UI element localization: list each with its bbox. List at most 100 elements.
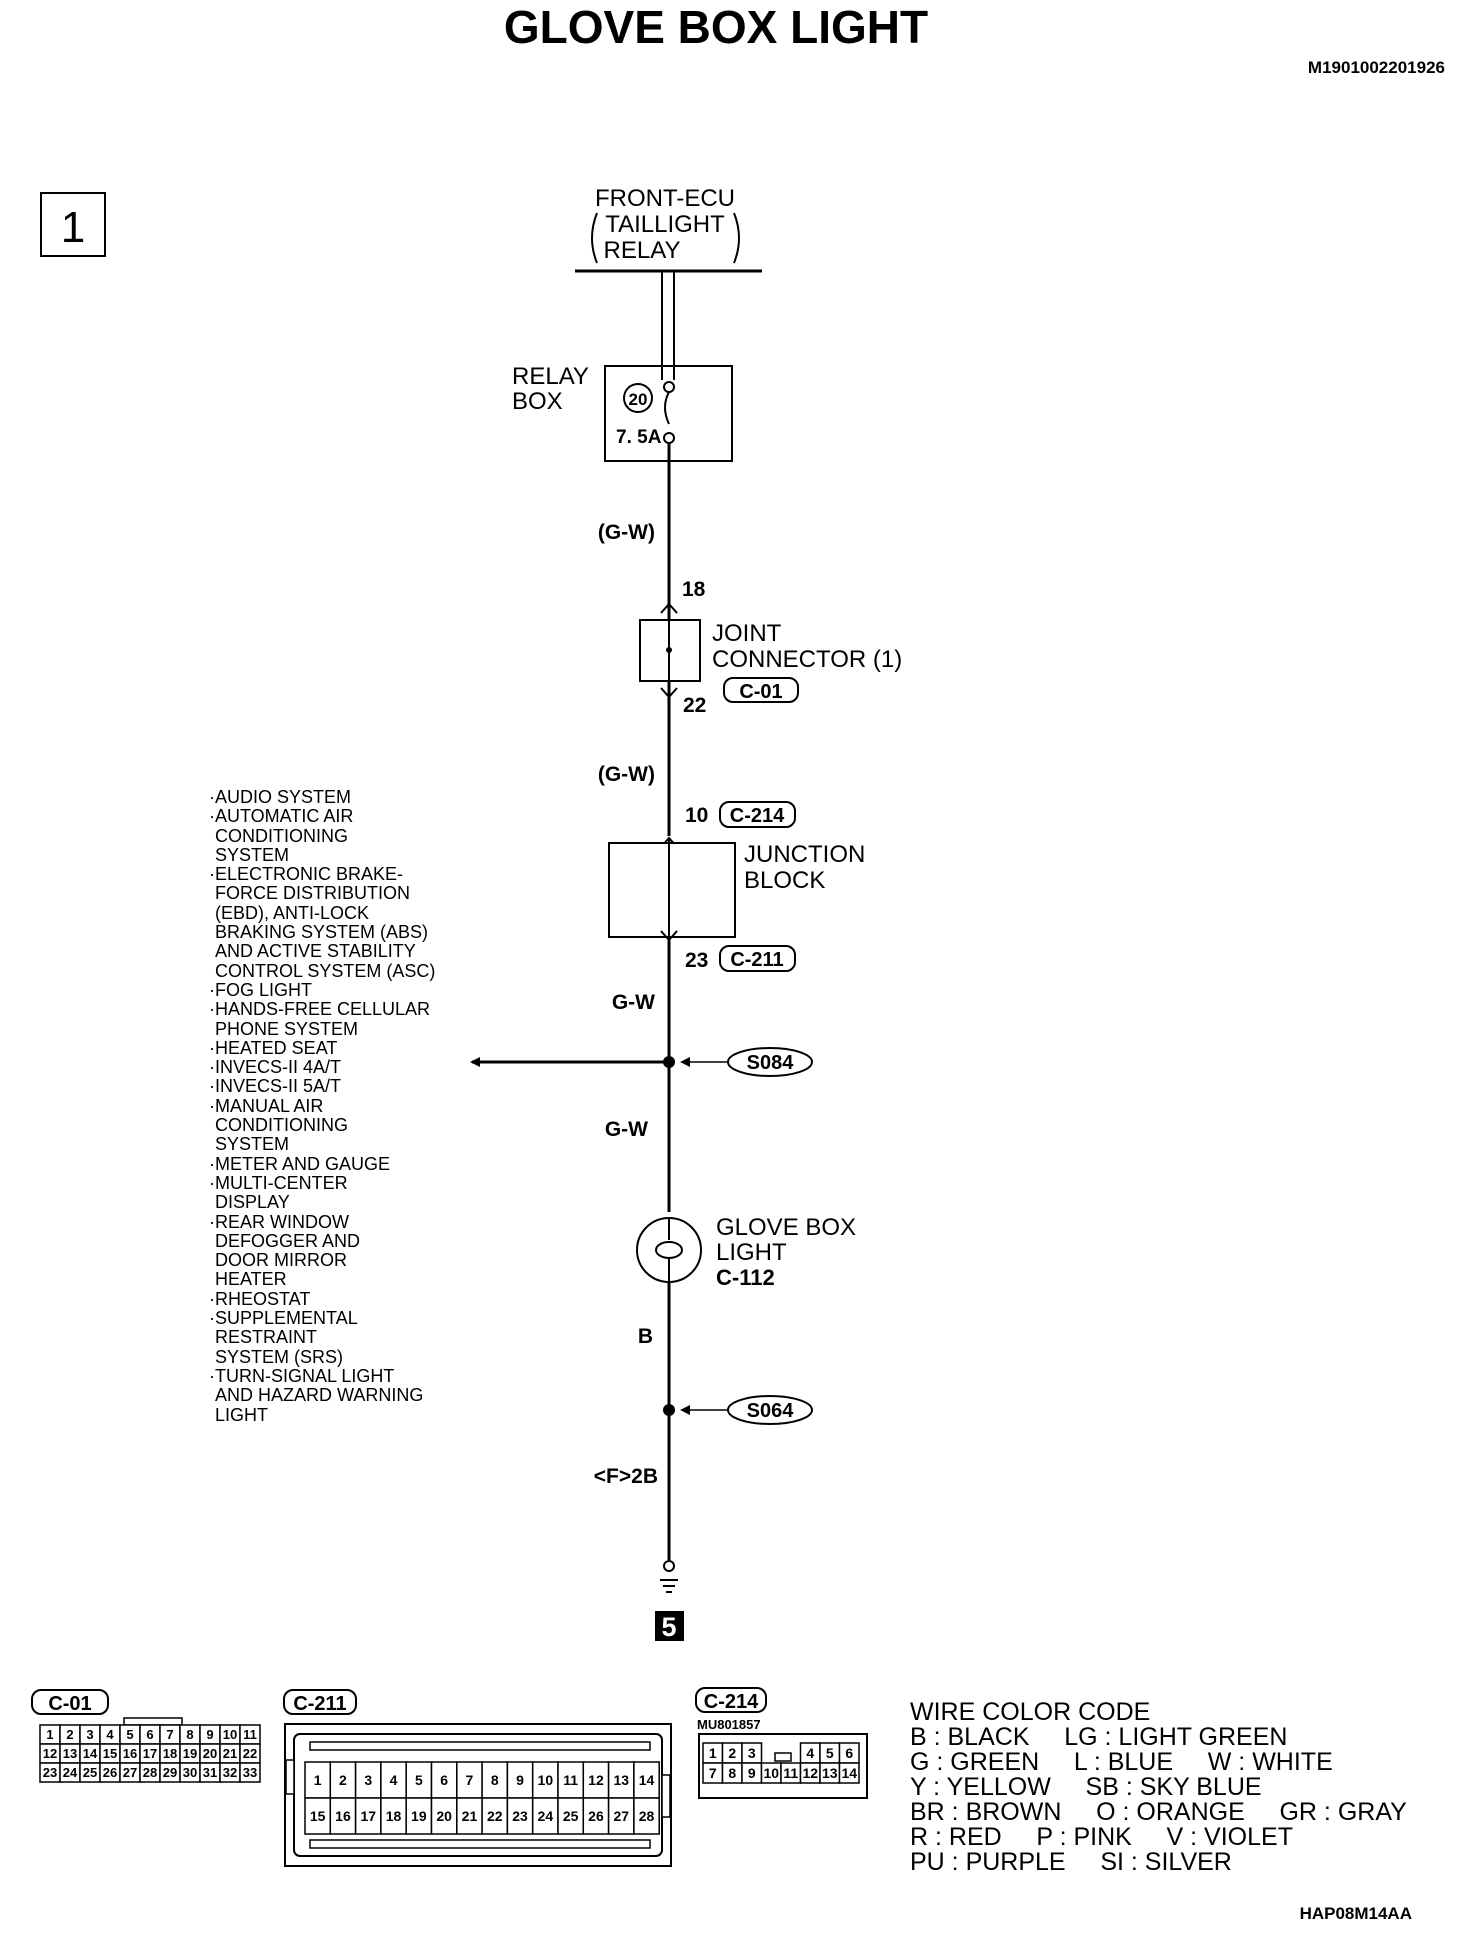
junction-block-connector-out: C-211 (730, 949, 783, 971)
connected-system-text: AUDIO SYSTEM (215, 787, 475, 807)
connected-system-item: INVECS-II 5A/T (215, 1077, 475, 1097)
connected-system-text: HEATER (215, 1269, 287, 1290)
connector-pin-number: 25 (563, 1808, 579, 1824)
ground-number-box (655, 1611, 684, 1641)
connector-pin-number: 2 (339, 1772, 347, 1788)
wire-color-code-line-2: G : GREEN L : BLUE W : WHITE (910, 1748, 1333, 1776)
connector-pin-number: 11 (563, 1772, 578, 1788)
connector-pin-number: 17 (360, 1808, 376, 1824)
junction-block-connector-in: C-214 (730, 805, 785, 827)
connector-pin-number: 10 (538, 1772, 554, 1788)
connector-view-c01-latch (123, 1717, 183, 1726)
connected-system-item: RHEOSTAT (215, 1289, 475, 1309)
connector-pin-cell (329, 1797, 357, 1835)
connected-system-text: AND HAZARD WARNING (215, 1385, 424, 1406)
power-source-left-paren (591, 212, 598, 264)
connector-pin-number: 17 (143, 1746, 157, 1761)
junction-block-pin-out: 23 (685, 949, 708, 972)
connected-system-item: FOG LIGHT (215, 980, 475, 1000)
connected-system-text: AND ACTIVE STABILITY (215, 941, 416, 962)
connector-pin-number: 11 (243, 1727, 257, 1742)
connector-pin-cell (304, 1797, 332, 1835)
connector-pin-number: 22 (243, 1746, 257, 1761)
connected-system-text: MANUAL AIR (215, 1096, 475, 1116)
connector-pin-number: 21 (223, 1746, 237, 1761)
connector-pin-number: 20 (203, 1746, 217, 1761)
wire-color-code-legend: WIRE COLOR CODE B : BLACK LG : LIGHT GRE… (910, 1700, 1407, 1875)
connector-pin-number: 12 (588, 1772, 604, 1788)
connector-pin-number: 2 (66, 1727, 73, 1742)
connector-pin-cell (430, 1797, 458, 1835)
connector-view-c214-latch (774, 1752, 792, 1762)
junction-block-connector-in-box (719, 801, 796, 828)
wire-color-code-line-5: R : RED P : PINK V : VIOLET (910, 1823, 1293, 1851)
connector-pin-number: 7 (709, 1765, 717, 1781)
connector-pin-number: 4 (106, 1727, 114, 1742)
connector-pin-number: 14 (83, 1746, 98, 1761)
wire-color-code-line-1: B : BLACK LG : LIGHT GREEN (910, 1723, 1288, 1751)
fuse-terminal-top (663, 381, 675, 393)
connector-pin-number: 9 (748, 1765, 756, 1781)
connector-pin-number: 5 (826, 1745, 834, 1761)
document-id: M1901002201926 (1308, 58, 1445, 77)
wire-color-label-2: (G-W) (598, 763, 655, 786)
connector-pin-number: 5 (126, 1727, 133, 1742)
wire-color-code-title: WIRE COLOR CODE (910, 1698, 1151, 1726)
connected-systems-list: AUDIO SYSTEMAUTOMATIC AIRCONDITIONINGSYS… (215, 787, 475, 1425)
connected-system-text: DOOR MIRROR (215, 1250, 347, 1271)
connector-pin-cell (633, 1797, 660, 1835)
connector-pin-number: 16 (123, 1746, 137, 1761)
connected-system-text: TURN-SIGNAL LIGHT (215, 1366, 475, 1386)
connector-view-c211-latch-right (661, 1774, 671, 1818)
wire-color-code-line-4: BR : BROWN O : ORANGE GR : GRAY (910, 1798, 1407, 1826)
connector-pin-number: 10 (223, 1727, 237, 1742)
connector-pin-cell (838, 1762, 860, 1784)
connector-pin-number: 9 (516, 1772, 524, 1788)
connected-system-text: SYSTEM (215, 1134, 290, 1155)
connected-system-text: FOG LIGHT (215, 980, 475, 1000)
connector-view-c211-latch-left (285, 1759, 295, 1795)
connector-pin-number: 4 (390, 1772, 398, 1788)
power-source: FRONT-ECU TAILLIGHT RELAY (575, 185, 762, 273)
connector-pin-number: 13 (63, 1746, 77, 1761)
fuse-element (664, 391, 670, 425)
connector-pin-number: 19 (411, 1808, 427, 1824)
splice-upper: S084 (470, 1047, 813, 1077)
connector-pin-number: 33 (243, 1765, 257, 1780)
connected-system-text: LIGHT (215, 1404, 269, 1425)
joint-connector-label-line2: CONNECTOR (1) (712, 646, 902, 673)
connector-pin-number: 3 (86, 1727, 93, 1742)
glove-box-light-filament (655, 1241, 683, 1259)
fuse-number-circle (623, 383, 653, 413)
joint-connector-pin-in-mark (660, 602, 678, 614)
connected-system-text: PHONE SYSTEM (215, 1018, 359, 1039)
power-source-line1: FRONT-ECU (595, 185, 735, 212)
joint-connector-pin-out-mark (660, 687, 678, 699)
connector-pin-cell (405, 1797, 433, 1835)
connector-view-c211-tag-box (283, 1689, 357, 1715)
connected-system-text: CONDITIONING (215, 1115, 348, 1136)
connected-system-text: REAR WINDOW (215, 1212, 475, 1232)
relay-box: RELAY BOX 20 7. 5A (512, 363, 733, 462)
connector-pin-number: 10 (763, 1765, 779, 1781)
connected-system-item: AUDIO SYSTEM (215, 787, 475, 807)
connector-pin-number: 13 (613, 1772, 629, 1788)
joint-connector-label-line1: JOINT (712, 620, 782, 647)
connector-pin-number: 24 (63, 1765, 78, 1780)
connector-pin-cell (329, 1761, 357, 1799)
connector-pin-number: 2 (728, 1745, 736, 1761)
connected-system-text: DISPLAY (215, 1192, 290, 1213)
connected-system-text: BRAKING SYSTEM (ABS) (215, 922, 429, 943)
glove-box-light-label-line1: GLOVE BOX (716, 1214, 856, 1241)
connector-pin-number: 27 (613, 1808, 629, 1824)
connector-pin-number: 19 (183, 1746, 197, 1761)
connector-pin-number: 13 (822, 1765, 838, 1781)
connector-pin-number: 3 (748, 1745, 756, 1761)
connector-pin-number: 29 (163, 1765, 177, 1780)
wire-color-label-1: (G-W) (598, 521, 655, 544)
connector-pin-cell (481, 1761, 509, 1799)
connector-pin-cell (405, 1761, 433, 1799)
